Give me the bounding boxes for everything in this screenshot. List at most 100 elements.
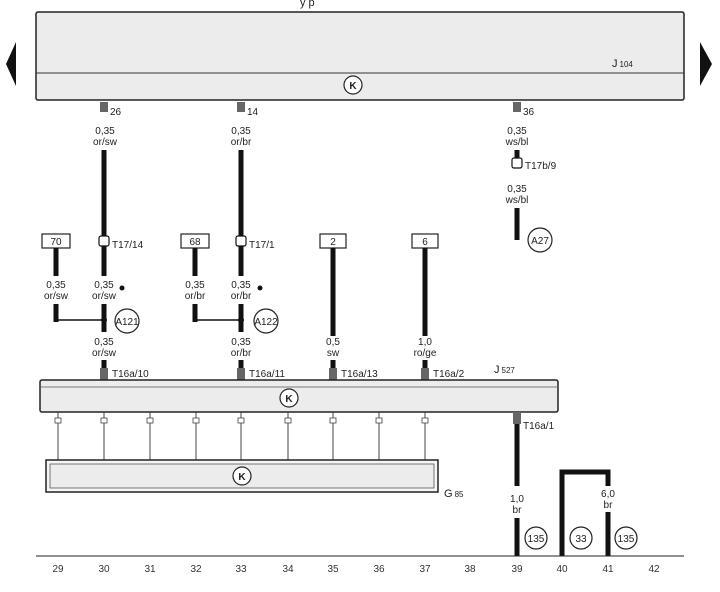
pin-26-label: 26 — [110, 107, 122, 118]
c30-gauge-top: 0,35 — [94, 280, 114, 291]
wire-pin-14: 14 0,35 or/br T17/1 0,35 or/br A122 0,35… — [194, 102, 285, 380]
ref68-color: or/br — [185, 291, 206, 302]
c30-color-top: or/sw — [92, 291, 117, 302]
c33-color-bot: or/br — [231, 348, 252, 359]
axis-tick: 36 — [373, 564, 385, 575]
ref-2-label: 2 — [330, 237, 336, 248]
axis-ticks: 29 30 31 32 33 34 35 36 37 38 39 40 41 4… — [52, 564, 660, 575]
c30-color-bot: or/sw — [92, 348, 117, 359]
wire-t16a-1: T16a/1 1,0 br 135 — [510, 412, 555, 556]
connector-t16a-2-label: T16a/2 — [433, 369, 465, 380]
connector-t16a-11-label: T16a/11 — [249, 369, 285, 380]
ref70-gauge: 0,35 — [46, 280, 66, 291]
splice-a122-icon — [253, 308, 279, 334]
c37-color: ro/ge — [414, 348, 437, 359]
splice-a122-label: A122 — [254, 317, 278, 328]
c41-color: br — [604, 500, 614, 511]
ground-33-label: 33 — [575, 534, 587, 545]
axis-tick: 35 — [327, 564, 339, 575]
w26-color: or/sw — [93, 137, 118, 148]
next-page-arrow-icon[interactable] — [700, 42, 712, 86]
ref-70-branch: 70 0,35 or/sw — [41, 233, 71, 322]
axis-tick: 31 — [144, 564, 156, 575]
ground-135b-icon — [614, 526, 638, 550]
ref-70-label: 70 — [50, 237, 62, 248]
ref68-gauge: 0,35 — [185, 280, 205, 291]
c33-color-top: or/br — [231, 291, 252, 302]
ref-2-wire: 2 0,5 sw T16a/13 — [319, 233, 378, 380]
pin-36-label: 36 — [523, 107, 535, 118]
connector-t17-14-label: T17/14 — [112, 240, 144, 251]
g85-k-label: K — [238, 472, 246, 483]
axis-tick: 41 — [602, 564, 614, 575]
connector-t17b-9-label: T17b/9 — [525, 161, 557, 172]
c33-gauge-top: 0,35 — [231, 280, 251, 291]
axis-tick: 29 — [52, 564, 64, 575]
j527-g85-link-markers — [54, 417, 429, 424]
connector-t17-14-icon — [98, 235, 110, 247]
j527-ground-k-icon — [279, 388, 299, 408]
c39-gauge: 1,0 — [510, 494, 524, 505]
splice-a121-icon — [114, 308, 140, 334]
j104-ground-k-icon — [343, 75, 363, 95]
c35-color: sw — [327, 348, 340, 359]
ground-33-icon — [569, 526, 593, 550]
axis-tick: 34 — [282, 564, 294, 575]
w36-color: ws/bl — [505, 137, 529, 148]
ref70-color: or/sw — [44, 291, 69, 302]
axis-tick: 32 — [190, 564, 202, 575]
w36-color2: ws/bl — [505, 195, 529, 206]
ground-a27-icon — [527, 227, 553, 253]
ref-68-branch: 68 0,35 or/br — [180, 233, 210, 322]
c39-color: br — [513, 505, 523, 516]
w36-gauge: 0,35 — [507, 126, 527, 137]
wire-loop-40-41: 6,0 br 33 135 — [559, 469, 638, 556]
axis-tick: 30 — [98, 564, 110, 575]
wire-pin-26: 26 0,35 or/sw T17/14 0,35 or/sw A121 0,3… — [56, 102, 149, 380]
w14-color: or/br — [231, 137, 252, 148]
connector-t16a-10-label: T16a/10 — [112, 369, 149, 380]
axis-tick: 39 — [511, 564, 523, 575]
connector-t17-1-label: T17/1 — [249, 240, 275, 251]
c37-gauge: 1,0 — [418, 337, 432, 348]
j104-k-label: K — [349, 81, 357, 92]
ground-135b-label: 135 — [618, 534, 635, 545]
axis-tick: 37 — [419, 564, 431, 575]
connector-t16a-1-label: T16a/1 — [523, 421, 555, 432]
axis-tick: 38 — [464, 564, 476, 575]
g85-ground-k-icon — [232, 466, 252, 486]
w14-gauge: 0,35 — [231, 126, 251, 137]
pin-14-label: 14 — [247, 107, 259, 118]
ref-6-wire: 6 1,0 ro/ge T16a/2 — [411, 233, 465, 380]
ground-a27-label: A27 — [531, 236, 549, 247]
ground-135-icon — [524, 526, 548, 550]
c30-gauge-bot: 0,35 — [94, 337, 114, 348]
j527-k-label: K — [285, 394, 293, 405]
header-fragment: y p — [300, 0, 315, 9]
ground-135-label: 135 — [528, 534, 545, 545]
c41-gauge: 6,0 — [601, 489, 615, 500]
connector-t16a-13-label: T16a/13 — [341, 369, 378, 380]
c35-gauge: 0,5 — [326, 337, 340, 348]
ref-68-label: 68 — [189, 237, 201, 248]
axis-tick: 40 — [556, 564, 568, 575]
connector-t17-1-icon — [235, 235, 247, 247]
axis-tick: 33 — [235, 564, 247, 575]
w26-gauge: 0,35 — [95, 126, 115, 137]
c33-gauge-bot: 0,35 — [231, 337, 251, 348]
splice-a121-label: A121 — [115, 317, 139, 328]
ref-6-label: 6 — [422, 237, 428, 248]
connector-t17b-9-icon — [511, 157, 523, 169]
w36-gauge2: 0,35 — [507, 184, 527, 195]
previous-page-arrow-icon[interactable] — [6, 42, 16, 86]
axis-tick: 42 — [648, 564, 660, 575]
wire-pin-36: 36 0,35 ws/bl T17b/9 0,35 ws/bl A27 — [505, 102, 557, 253]
